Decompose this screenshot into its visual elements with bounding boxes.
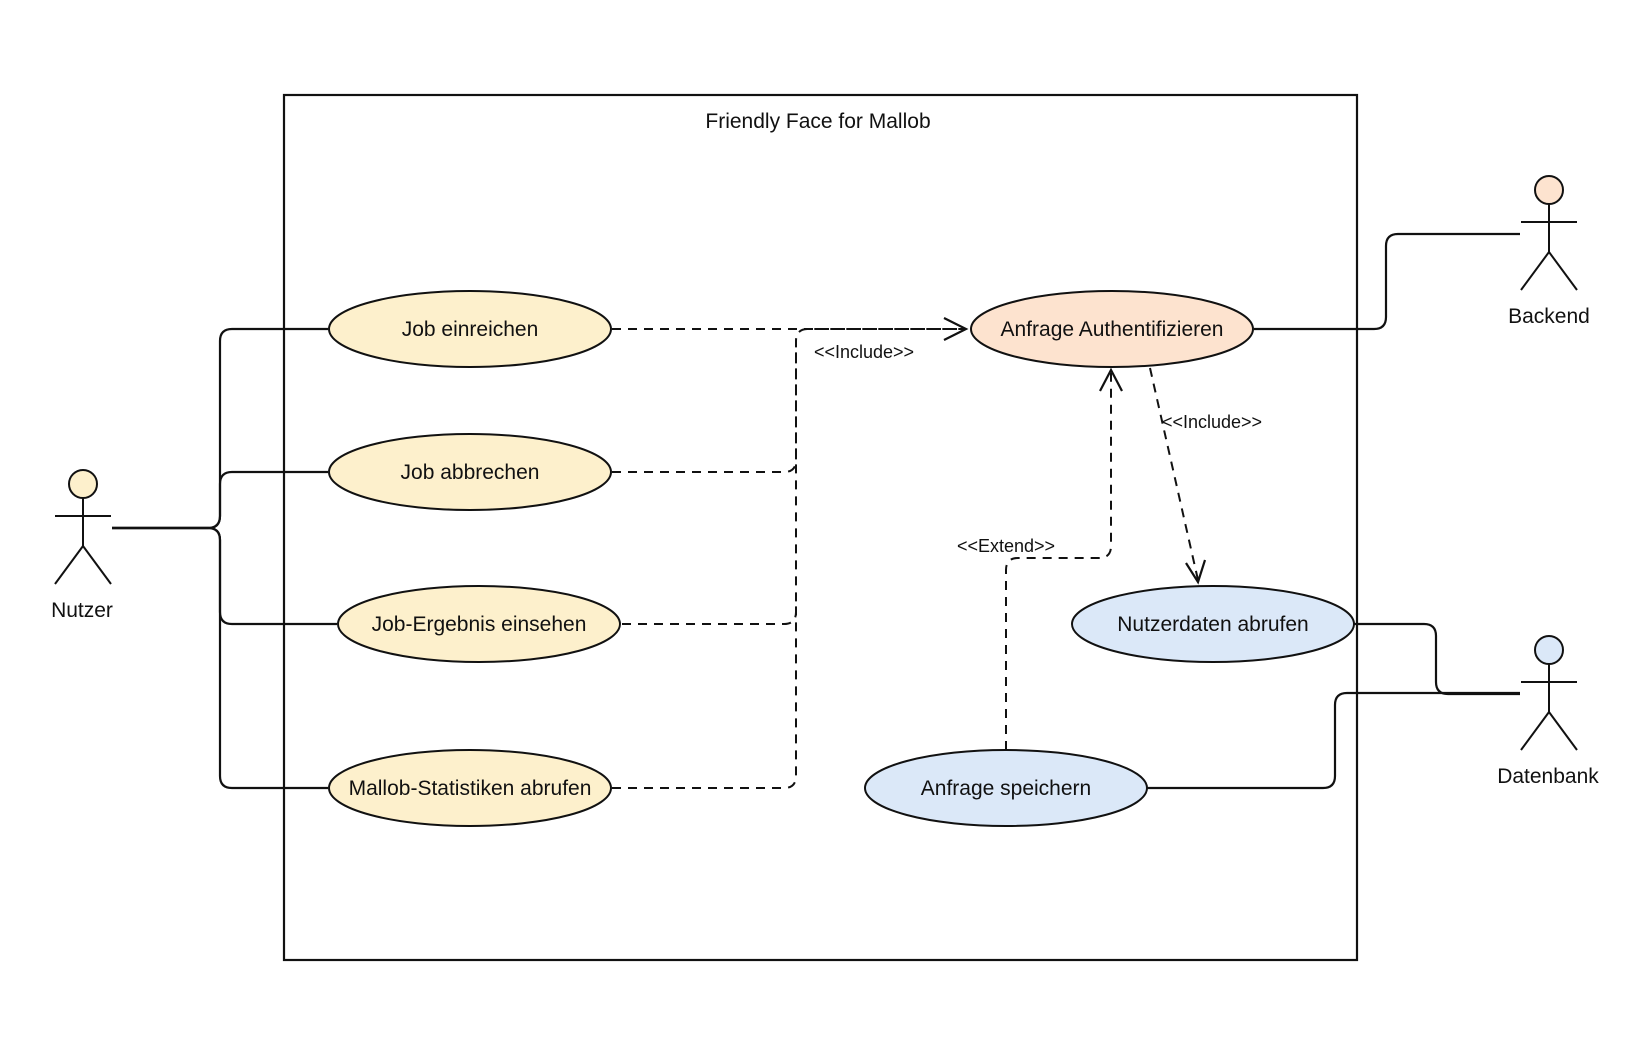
system-boundary: [282, 93, 1359, 962]
use-case-anfrage-auth-shape: [970, 290, 1254, 368]
include-mallob-statistiken-auth: [612, 600, 797, 789]
use-case-mallob-statistiken-shape: [328, 749, 612, 827]
use-case-mallob-statistiken: Mallob-Statistiken abrufen: [328, 749, 612, 827]
use-case-nutzerdaten-label: Nutzerdaten abrufen: [1117, 613, 1308, 636]
use-case-anfrage-auth-label: Anfrage Authentifizieren: [1001, 318, 1224, 341]
association-nutzer-job-ergebnis: [112, 526, 337, 626]
use-case-nutzerdaten: Nutzerdaten abrufen: [1071, 585, 1355, 663]
include-arrowhead-nutzerdaten: [1185, 559, 1207, 585]
use-case-job-abbrechen-shape: [328, 433, 612, 511]
actor-nutzer-leg-right: [82, 545, 112, 585]
extend-label-1: <<Extend>>: [957, 536, 1055, 556]
actor-datenbank-label: Datenbank: [1497, 765, 1599, 788]
use-case-mallob-statistiken-label: Mallob-Statistiken abrufen: [349, 777, 592, 800]
include-job-ergebnis-auth: [622, 341, 797, 625]
use-case-anfrage-speichern-label: Anfrage speichern: [921, 777, 1091, 800]
use-case-job-abbrechen: Job abbrechen: [328, 433, 612, 511]
association-nutzer-mallob-statistiken: [112, 526, 328, 790]
extend-arrowhead-auth: [1099, 367, 1123, 392]
actor-backend-label: Backend: [1508, 305, 1590, 328]
use-case-job-einreichen-shape: [328, 290, 612, 368]
use-case-job-ergebnis-shape: [337, 585, 621, 663]
use-case-job-abbrechen-label: Job abbrechen: [401, 461, 540, 484]
actor-datenbank: Datenbank: [1497, 635, 1599, 788]
use-case-job-ergebnis-label: Job-Ergebnis einsehen: [372, 613, 587, 636]
actor-datenbank-leg-right: [1548, 711, 1578, 751]
actor-backend-leg-left: [1520, 251, 1550, 291]
use-case-job-einreichen: Job einreichen: [328, 290, 612, 368]
system-title: Friendly Face for Mallob: [705, 110, 930, 133]
association-speichern-datenbank: [1146, 691, 1520, 790]
include-auth-nutzerdaten: [1149, 367, 1199, 581]
use-case-anfrage-speichern: Anfrage speichern: [864, 749, 1148, 827]
include-label-1: <<Include>>: [814, 342, 914, 362]
actor-datenbank-head: [1534, 635, 1564, 665]
include-job-abbrechen-auth: [612, 328, 966, 473]
actor-nutzer-head: [68, 469, 98, 499]
use-case-job-ergebnis: Job-Ergebnis einsehen: [337, 585, 621, 663]
use-case-anfrage-speichern-shape: [864, 749, 1148, 827]
actor-nutzer-leg-left: [54, 545, 84, 585]
actor-nutzer-label: Nutzer: [51, 599, 113, 622]
use-case-nutzerdaten-shape: [1071, 585, 1355, 663]
association-auth-backend: [1254, 232, 1520, 331]
actor-backend-head: [1534, 175, 1564, 205]
include-arrowhead-auth: [943, 317, 969, 341]
actor-backend: Backend: [1508, 175, 1590, 328]
use-case-job-einreichen-label: Job einreichen: [402, 318, 539, 341]
association-nutzerdaten-datenbank: [1354, 622, 1520, 696]
actor-backend-leg-right: [1548, 251, 1578, 291]
include-label-2: <<Include>>: [1162, 412, 1262, 432]
extend-speichern-auth: [1005, 372, 1112, 750]
actor-nutzer: Nutzer: [51, 469, 113, 622]
actor-datenbank-leg-left: [1520, 711, 1550, 751]
association-nutzer-job-abbrechen: [112, 470, 328, 530]
use-case-anfrage-auth: Anfrage Authentifizieren: [970, 290, 1254, 368]
